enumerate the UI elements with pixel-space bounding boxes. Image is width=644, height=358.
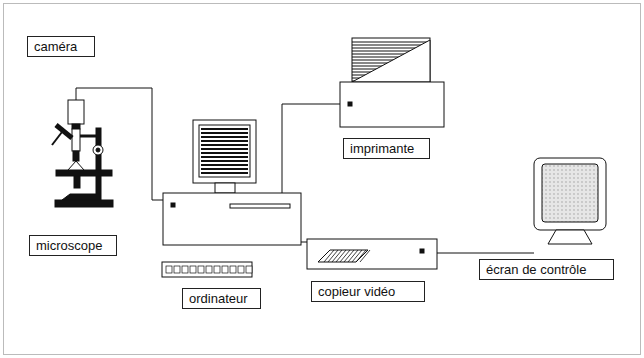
printer-node: imprimante [340,38,444,127]
camera-drawing [68,100,84,129]
computer-drawing [162,120,301,277]
video-copier-drawing [307,239,437,269]
camera-node: caméra [68,100,84,124]
control-monitor-drawing [534,158,606,244]
device-label: copieur vidéo [311,281,425,302]
microscope-drawing [52,125,113,207]
cable-line [76,88,163,200]
computer-node: ordinateur [163,193,301,245]
frame [4,4,641,355]
device-label: ordinateur [182,288,261,309]
monitor-node: écran de contrôle [534,158,606,256]
device-label: microscope [29,235,117,256]
microscope-node: microscope [50,126,114,208]
device-label: imprimante [343,138,430,159]
printer-drawing [340,38,444,127]
cable-line [301,242,307,243]
cable-line [437,253,534,254]
cable-line [282,104,340,193]
device-label: écran de contrôle [479,259,614,280]
device-label: caméra [27,36,95,57]
video-copier-node: copieur vidéo [307,239,437,269]
